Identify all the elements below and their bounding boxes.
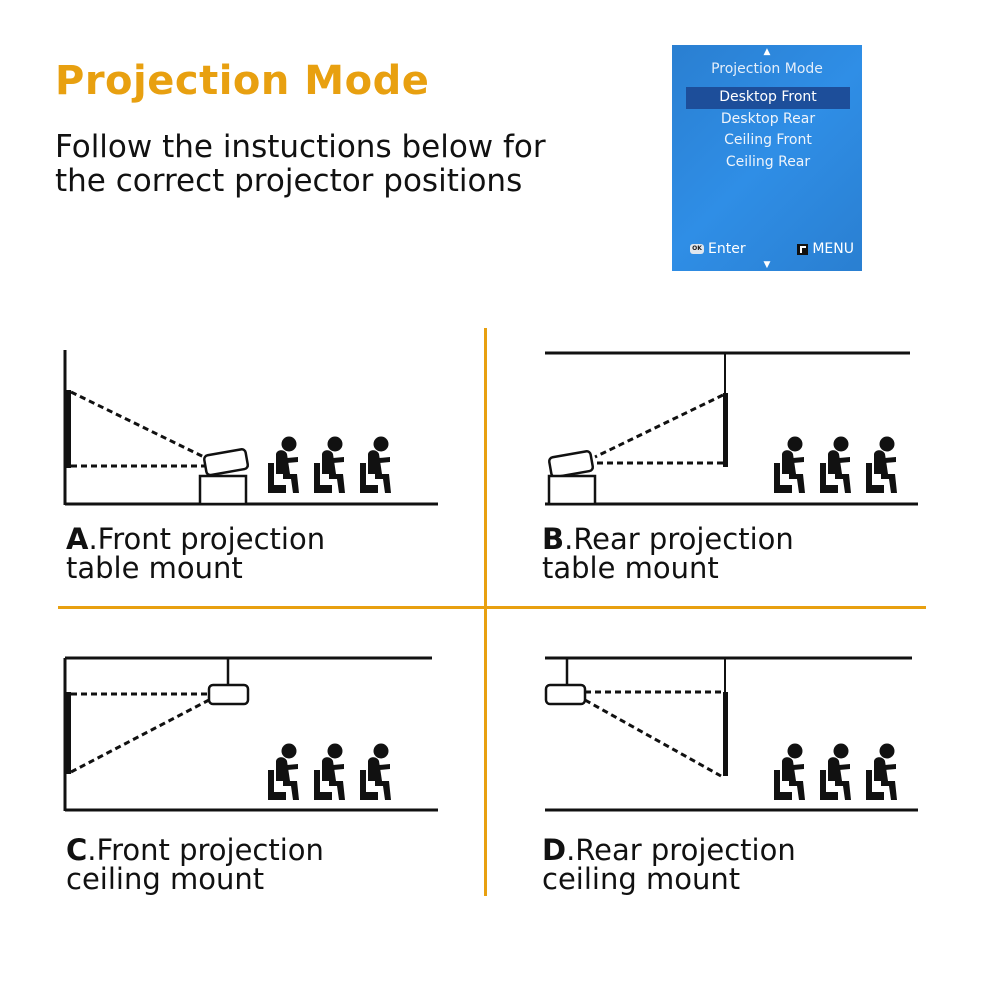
caption-line-1: .Front projection (87, 833, 324, 867)
caption-line-2: ceiling mount (66, 862, 265, 896)
caption-line-2: ceiling mount (542, 862, 741, 896)
table (547, 474, 597, 506)
caption-d: D.Rear projection ceiling mount (542, 836, 796, 894)
screen (65, 692, 71, 774)
projector-icon (547, 450, 595, 479)
menu-label: MENU (812, 241, 854, 257)
menu-hint: MENU (797, 241, 854, 257)
caption-letter: D (542, 833, 567, 867)
caption-line-2: table mount (66, 551, 243, 585)
diagram-rear-table (545, 351, 918, 506)
diagram-front-ceiling (63, 656, 438, 812)
table (198, 474, 248, 506)
back-arrow-icon (797, 243, 809, 255)
ok-button-icon: OK (690, 244, 704, 254)
audience-icon (774, 744, 897, 801)
projection-beam-lower (584, 698, 722, 778)
projection-beam-upper (594, 393, 724, 459)
scroll-up-icon: ▲ (763, 47, 771, 57)
audience-icon (268, 744, 391, 801)
projection-beam-lower (70, 698, 210, 774)
osd-menu-title: Projection Mode (711, 61, 823, 77)
caption-line-2: table mount (542, 551, 719, 585)
page-subtitle: Follow the instuctions below for the cor… (55, 130, 615, 198)
subtitle-line-1: Follow the instuctions below for (55, 129, 546, 165)
projector-icon (544, 683, 587, 706)
screen (723, 692, 728, 776)
caption-a: A.Front projection table mount (66, 525, 325, 583)
osd-item-desktop-rear[interactable]: Desktop Rear (720, 110, 816, 127)
osd-menu-footer: OK Enter MENU (690, 241, 854, 257)
osd-item-ceiling-front[interactable]: Ceiling Front (724, 132, 812, 148)
page-title: Projection Mode (55, 58, 430, 104)
diagram-rear-ceiling (544, 656, 918, 812)
osd-item-ceiling-rear[interactable]: Ceiling Rear (725, 153, 811, 170)
subtitle-line-2: the correct projector positions (55, 163, 523, 199)
osd-item-desktop-front[interactable]: Desktop Front (686, 87, 850, 109)
audience-icon (268, 437, 391, 494)
vertical-divider (484, 328, 487, 896)
caption-letter: C (66, 833, 88, 867)
projector-icon (207, 683, 250, 706)
audience-icon (774, 437, 897, 494)
horizontal-divider (58, 606, 926, 609)
caption-line-1: .Front projection (88, 522, 326, 556)
projector-icon (202, 448, 250, 477)
osd-menu-list: Desktop Front Desktop Rear Ceiling Front… (686, 87, 850, 173)
screen (723, 393, 728, 467)
screen (65, 390, 71, 468)
enter-hint: OK Enter (690, 241, 746, 257)
diagram-front-table (63, 350, 438, 506)
caption-line-1: .Rear projection (564, 522, 794, 556)
caption-letter: A (66, 522, 89, 556)
caption-c: C.Front projection ceiling mount (66, 836, 324, 894)
scroll-down-icon: ▼ (763, 260, 771, 270)
caption-letter: B (542, 522, 565, 556)
caption-line-1: .Rear projection (566, 833, 796, 867)
projection-beam-upper (70, 390, 211, 462)
enter-label: Enter (708, 241, 746, 257)
caption-b: B.Rear projection table mount (542, 525, 794, 583)
projection-mode-osd-menu: ▲ Projection Mode Desktop Front Desktop … (672, 45, 862, 271)
